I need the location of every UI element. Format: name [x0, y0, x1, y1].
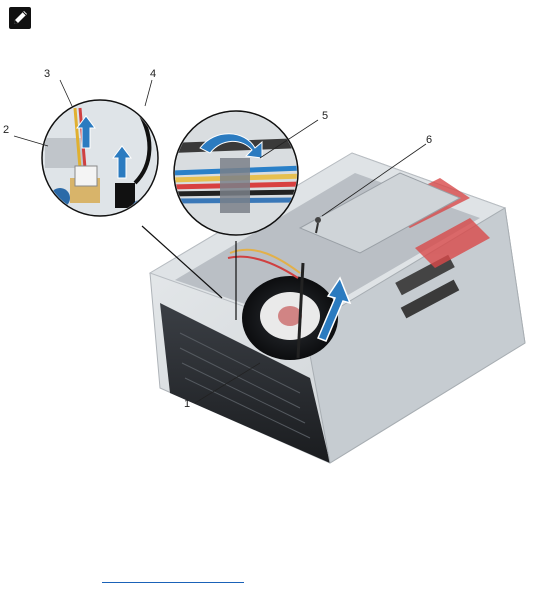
- reference-link[interactable]: [102, 582, 244, 583]
- callout-5: 5: [322, 110, 328, 122]
- note-icon: [6, 4, 34, 32]
- callout-1: 1: [184, 398, 190, 410]
- fan-removal-illustration: 3 4 2 5 6 1: [0, 58, 543, 473]
- callout-6: 6: [426, 134, 432, 146]
- callout-4: 4: [150, 68, 156, 80]
- callout-2: 2: [3, 124, 9, 136]
- callout-3: 3: [44, 68, 50, 80]
